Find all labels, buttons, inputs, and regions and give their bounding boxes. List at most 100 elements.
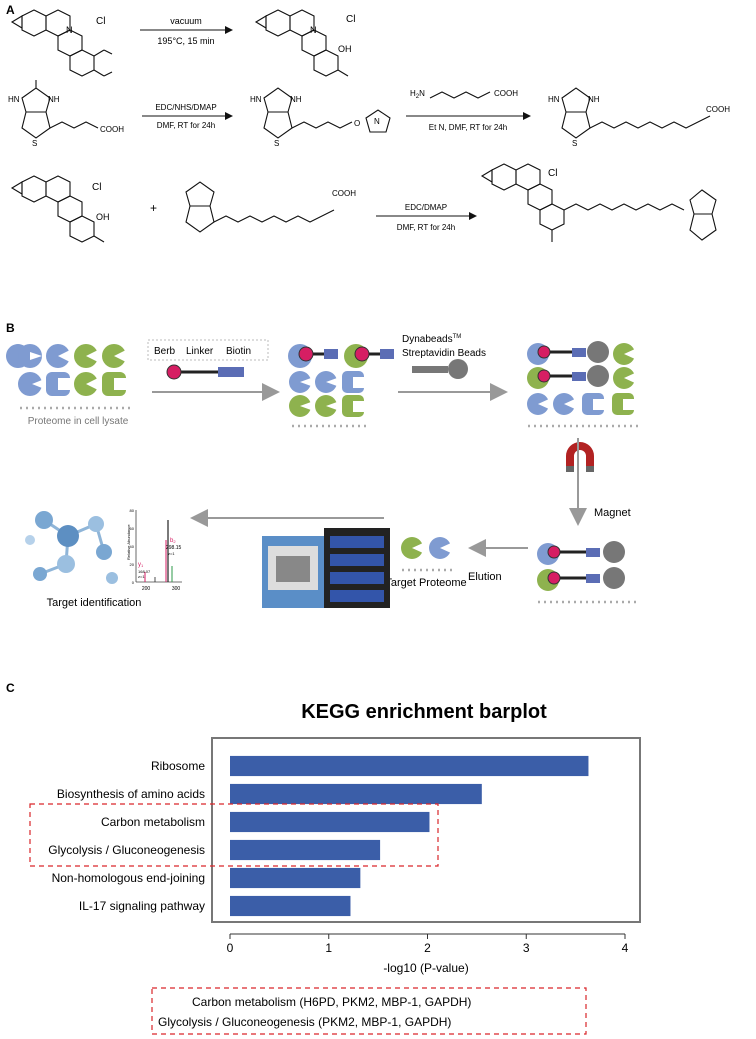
category-label-biosynthesis-of-amino-acids: Biosynthesis of amino acids [57,787,205,801]
annotation-line-1: Carbon metabolism (H6PD, PKM2, MBP-1, GA… [192,995,471,1009]
mass-spectrometer-instrument [262,528,390,608]
ms-peak-y1-mz: 168.07 [138,569,151,574]
ester-hn: HN [250,95,262,104]
magnet-retained-complexes [537,541,625,591]
highlight-box [29,803,439,867]
x-tick-label-2: 2 [424,941,431,955]
bar-il-17-signaling-pathway [230,895,351,917]
category-label-glycolysis-gluconeogenesis: Glycolysis / Gluconeogenesis [48,843,205,857]
magnet-label: Magnet [594,507,631,519]
panel-label-c: C [6,681,15,695]
annotation-line-2: Glycolysis / Gluconeogenesis (PKM2, MBP-… [158,1015,451,1029]
category-label-non-homologous-end-joining: Non-homologous end-joining [52,871,205,885]
beads-label-line1: DynabeadsTM [402,334,461,345]
ms-ylabel: Relative Abundance [126,524,131,560]
product-nh: NH [588,95,600,104]
ms-peak-y1-label: y1 [138,562,144,568]
biotin-nhs-ester-structure [263,87,391,139]
plus-sign: + [150,201,157,215]
magnet-icon [566,442,594,472]
berberine-structure [10,9,113,77]
reagent-nh2: H2N [410,89,425,100]
probe-bound-proteome [288,344,394,417]
plot-frame [211,737,641,923]
ms-xtick-200: 200 [142,586,151,592]
ms-peak-b2-label: b2 [170,538,176,544]
x-tick-label-3: 3 [523,941,530,955]
probe-part-biotin: Biotin [226,346,251,357]
ms-ytick-0: 0 [132,580,135,585]
linker-acid-cooh: COOH [332,189,356,198]
arrow-4-condition-top: EDC/DMAP [405,203,447,212]
biotin-hn: HN [8,95,20,104]
chloride-1: Cl [96,16,105,27]
proteome-label: Proteome in cell lysate [28,416,129,427]
proteome-in-lysate [6,344,126,396]
bar-glycolysis-gluconeogenesis [230,839,381,861]
probe-label-box [147,339,269,361]
target-proteome-label: Target Proteome [385,577,466,589]
berberrubine-reactant-structure [10,175,105,243]
probe-part-linker: Linker [186,346,214,357]
arrow-2-condition-bottom: DMF, RT for 24h [157,121,215,130]
biotin-linker-acid-structure [185,181,335,233]
x-tick-label-0: 0 [227,941,234,955]
probe-chloride: Cl [548,168,557,179]
arrow-2-condition-top: EDC/NHS/DMAP [155,103,216,112]
beads-label-line2: Streptavidin Beads [402,348,486,359]
ms-xtick-300: 300 [172,586,181,592]
molecular-network-illustration [25,511,118,584]
biotin-nh: NH [48,95,60,104]
category-label-carbon-metabolism: Carbon metabolism [101,815,205,829]
reactant-oh: OH [96,212,110,222]
streptavidin-bead-icon [412,359,468,379]
annotation-box [151,987,587,1035]
atom-n-1: N [66,25,73,35]
berberine-biotin-probe-structure [480,163,717,242]
hydroxyl-1: OH [338,44,352,54]
atom-n-2: N [310,25,317,35]
x-tick-label-4: 4 [622,941,629,955]
biotin-structure [21,80,99,139]
chart-xlabel: -log10 (P-value) [383,961,468,975]
ms-peak-b2-mz: 298.15 [166,545,182,551]
ms-peak-b2-charge: z=1 [168,551,175,556]
biotin-s: S [32,139,37,148]
probe-part-berb: Berb [154,346,176,357]
x-tick-label-1: 1 [325,941,332,955]
ms-ytick-40: 40 [130,544,135,549]
berberrubine-structure [254,9,349,77]
reactant-chloride: Cl [92,182,101,193]
biotin-cooh: COOH [100,125,124,134]
chart-title: KEGG enrichment barplot [301,701,547,723]
arrow-3-condition-bottom: Et N, DMF, RT for 24h [429,123,507,132]
eluted-target-proteins [401,537,451,559]
ester-s: S [274,139,279,148]
product-hn: HN [548,95,560,104]
ms-ytick-80: 80 [130,508,135,513]
bar-non-homologous-end-joining [230,867,361,889]
arrow-1-condition-top: vacuum [170,16,202,26]
bar-biosynthesis-of-amino-acids [230,783,482,805]
elution-label: Elution [468,571,502,583]
panel-label-b: B [6,321,15,335]
arrow-1-condition-bottom: 195°C, 15 min [157,36,214,46]
ms-peak-y1-charge: z=1 [138,574,145,579]
reagent-cooh: COOH [494,89,518,98]
bead-captured-complexes [527,341,635,415]
product-s: S [572,139,577,148]
chloride-2: Cl [346,14,355,25]
probe-icon [166,364,244,380]
ester-nh: NH [290,95,302,104]
panel-label-a: A [6,3,15,17]
ms-ytick-60: 60 [130,526,135,531]
ester-n: N [374,117,380,126]
category-label-ribosome: Ribosome [151,759,205,773]
ester-o: O [354,119,360,128]
product-cooh: COOH [706,105,730,114]
aminocaproic-acid-structure [429,91,491,99]
bar-carbon-metabolism [230,811,430,833]
arrow-4-condition-bottom: DMF, RT for 24h [397,223,455,232]
category-label-il-17-signaling-pathway: IL-17 signaling pathway [79,899,205,913]
